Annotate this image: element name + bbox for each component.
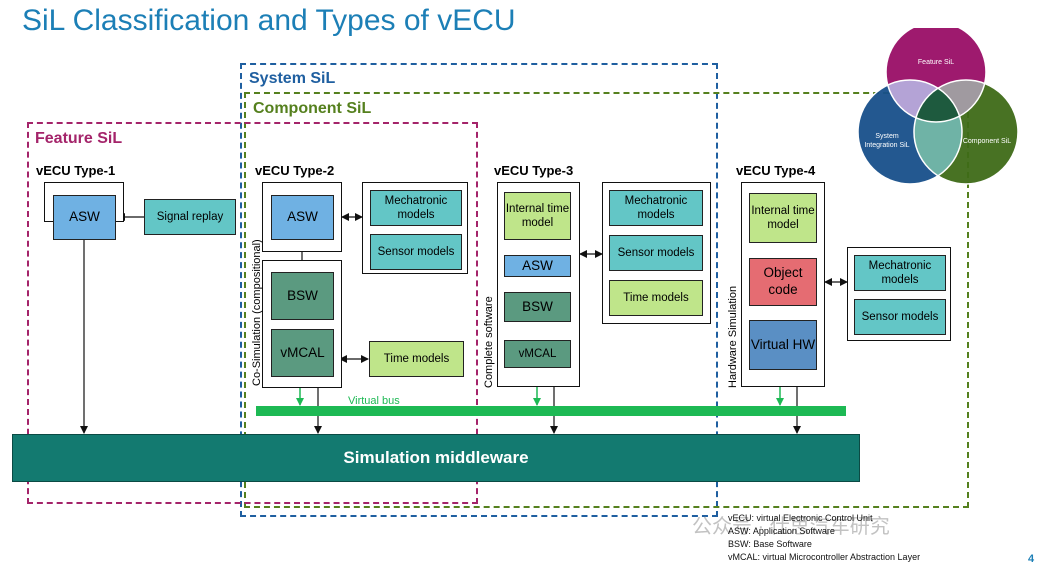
vecu-type3-label: vECU Type-3: [494, 163, 574, 178]
type3-time-block: Time models: [609, 280, 703, 316]
venn-system-label: System Integration SiL: [864, 133, 910, 149]
type4-object-code-block: Object code: [749, 258, 817, 306]
type2-bsw-block: BSW: [271, 272, 334, 320]
type3-asw-block: ASW: [504, 255, 571, 277]
type3-side-label: Complete software: [483, 296, 495, 388]
watermark: 公众号 · 仕思汽车研究: [692, 516, 890, 538]
system-sil-frame: [240, 63, 718, 517]
type3-internal-time-block: Internal time model: [504, 192, 571, 240]
type4-mechatronic-block: Mechatronic models: [854, 255, 946, 291]
virtual-bus-label: Virtual bus: [348, 395, 400, 407]
component-sil-label: Component SiL: [253, 100, 372, 117]
feature-sil-frame: [27, 122, 478, 504]
type2-vmcal-block: vMCAL: [271, 329, 334, 377]
legend-item: ASW: Application Software: [728, 526, 835, 536]
simulation-middleware-label: Simulation middleware: [343, 448, 529, 467]
signal-replay-block: Signal replay: [144, 199, 236, 235]
feature-sil-label: Feature SiL: [35, 130, 123, 147]
type3-mechatronic-block: Mechatronic models: [609, 190, 703, 226]
type1-asw-block: ASW: [53, 195, 116, 240]
type4-internal-time-block: Internal time model: [749, 193, 817, 243]
vecu-type1-label: vECU Type-1: [36, 163, 116, 178]
type4-virtual-hw-block: Virtual HW: [749, 320, 817, 370]
virtual-bus: [256, 406, 846, 416]
type3-bsw-block: BSW: [504, 292, 571, 322]
type4-sensor-block: Sensor models: [854, 299, 946, 335]
venn-feature-label: Feature SiL: [917, 59, 955, 66]
type2-time-block: Time models: [369, 341, 464, 377]
type4-side-label: Hardware Simulation: [727, 285, 739, 388]
page-number: 4: [1028, 553, 1035, 565]
type3-sensor-block: Sensor models: [609, 235, 703, 271]
simulation-middleware: Simulation middleware: [12, 434, 860, 482]
type2-asw-block: ASW: [271, 195, 334, 240]
vecu-type2-label: vECU Type-2: [255, 163, 335, 178]
type2-side-label: Co-Simulation (compositional): [251, 239, 263, 386]
vecu-type4-label: vECU Type-4: [736, 163, 816, 178]
type2-mechatronic-block: Mechatronic models: [370, 190, 462, 226]
type3-vmcal-block: vMCAL: [504, 340, 571, 368]
system-sil-label: System SiL: [249, 70, 336, 87]
venn-component-label: Component SiL: [962, 138, 1012, 145]
abbreviation-legend: vECU: virtual Electronic Control Unit AS…: [728, 512, 920, 564]
legend-item: vMCAL: virtual Microcontroller Abstracti…: [728, 552, 921, 562]
type2-sensor-block: Sensor models: [370, 234, 462, 270]
sil-venn-diagram: [857, 28, 1019, 185]
component-sil-frame: [244, 92, 969, 508]
page-title: SiL Classification and Types of vECU: [22, 4, 516, 37]
legend-item: BSW: Base Software: [728, 539, 812, 549]
legend-item: vECU: virtual Electronic Control Unit: [728, 513, 873, 523]
